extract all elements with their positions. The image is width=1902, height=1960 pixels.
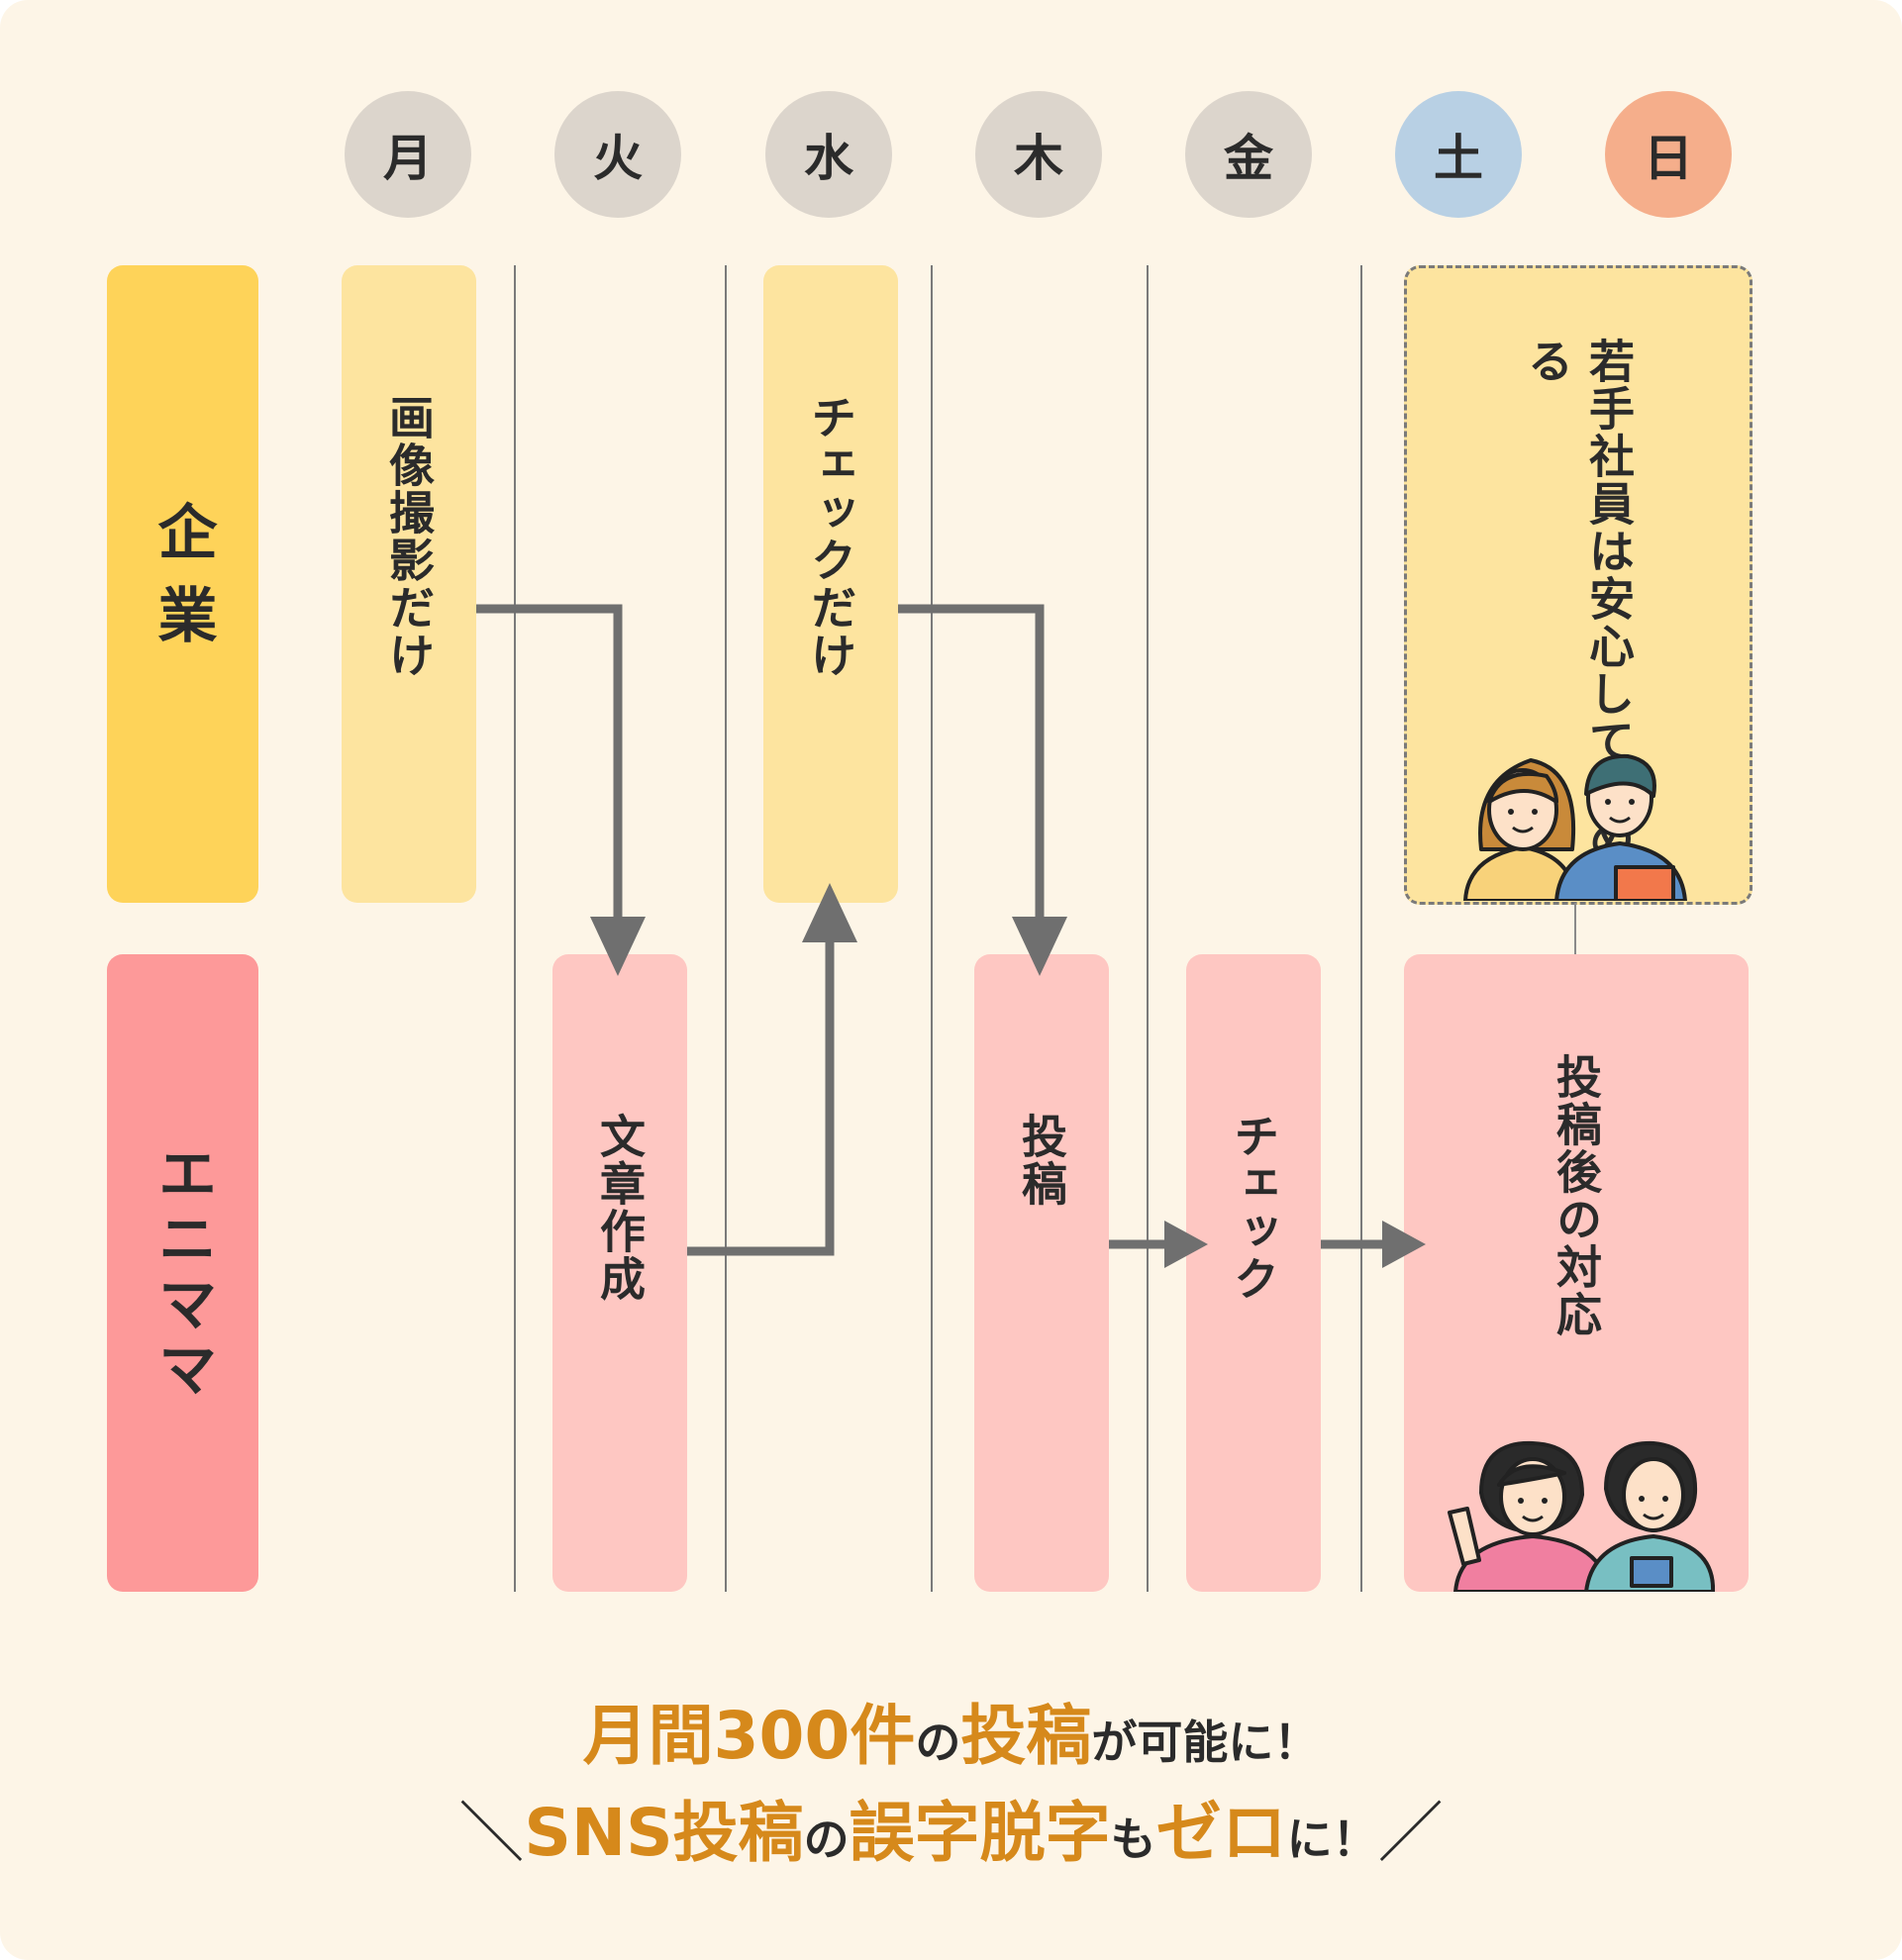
task-fri-check: チェック — [1186, 954, 1321, 1592]
task-tue-writing: 文章作成 — [552, 954, 687, 1592]
arrowhead-down — [1012, 917, 1067, 976]
lane-label-animama: エニママ — [107, 954, 258, 1592]
footer-line2-open: ＼ — [458, 1795, 525, 1871]
task-mon-photo-text: 画像撮影だけ — [382, 394, 436, 679]
day-fri: 金 — [1185, 91, 1312, 218]
lane-label-company: 企業 — [107, 265, 258, 903]
arrowhead-down — [590, 917, 646, 976]
task-thu-post: 投稿 — [974, 954, 1109, 1592]
task-fri-check-text: チェック — [1227, 1113, 1280, 1303]
column-divider — [514, 265, 516, 1592]
task-wed-check-text: チェックだけ — [804, 394, 857, 679]
footer-line2-part5: ゼロ — [1155, 1795, 1287, 1871]
arrow-tue-to-wed — [687, 916, 835, 1256]
arrow-mon-to-tue — [476, 604, 623, 921]
task-thu-post-text: 投稿 — [1015, 1113, 1068, 1208]
arrowhead-right — [1382, 1221, 1426, 1268]
day-tue: 火 — [554, 91, 681, 218]
task-wed-check: チェックだけ — [763, 265, 898, 903]
footer-line2-part3: 誤字脱字 — [849, 1795, 1111, 1871]
footer-line2-part6: に！ — [1286, 1813, 1378, 1866]
flow-arrows — [476, 604, 1426, 1268]
task-weekend-followup-text: 投稿後の対応 — [1550, 1053, 1603, 1338]
footer-line1-part1: 月間300件 — [582, 1698, 916, 1774]
arrowhead-up — [802, 883, 857, 942]
arrow-wed-to-thu — [898, 604, 1045, 921]
lane-label-animama-text: エニママ — [148, 1142, 217, 1404]
footer-line1-part4: が可能に！ — [1091, 1715, 1320, 1769]
footer-line1-part3: 投稿 — [960, 1698, 1092, 1774]
day-mon: 月 — [345, 91, 471, 218]
task-mon-photo: 画像撮影だけ — [342, 265, 476, 903]
day-sat: 土 — [1395, 91, 1522, 218]
footer-line-2: ＼SNS投稿の誤字脱字もゼロに！／ — [0, 1780, 1902, 1875]
footer-line2-part2: の — [803, 1813, 850, 1866]
column-divider — [725, 265, 727, 1592]
footer-line2-close: ／ — [1377, 1795, 1444, 1871]
footer-line-1: 月間300件の投稿が可能に！ — [0, 1683, 1902, 1778]
arrowhead-right — [1164, 1221, 1208, 1268]
day-wed: 水 — [765, 91, 892, 218]
footer-line2-part4: も — [1110, 1813, 1156, 1866]
two-women-staff-icon — [1448, 1440, 1715, 1592]
column-divider — [931, 265, 933, 1592]
column-divider — [1360, 265, 1362, 1592]
task-tue-writing-text: 文章作成 — [593, 1113, 647, 1303]
two-young-employees-icon — [1463, 753, 1687, 901]
lane-label-company-text: 企業 — [148, 501, 217, 667]
day-thu: 木 — [975, 91, 1102, 218]
weekend-connector — [1574, 903, 1576, 954]
day-sun: 日 — [1605, 91, 1732, 218]
footer-line2-part1: SNS投稿 — [524, 1795, 804, 1871]
task-weekend-rest: 若手社員は安心して休める — [1404, 265, 1752, 905]
column-divider — [1147, 265, 1149, 1592]
footer-line1-part2: の — [915, 1715, 961, 1769]
